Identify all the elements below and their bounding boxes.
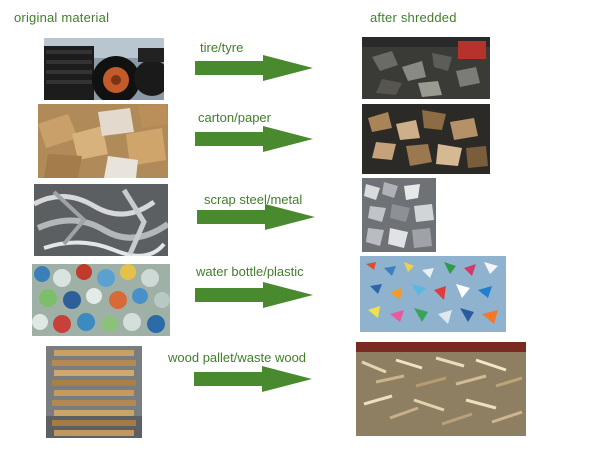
plastic-shredded-image	[360, 256, 506, 332]
after-shredded-header: after shredded	[370, 10, 457, 25]
tire-original-image	[44, 38, 164, 100]
right-arrow-icon	[197, 204, 315, 230]
plastic-original-image	[32, 264, 170, 336]
wood-shredded-image	[356, 342, 526, 436]
right-arrow-icon	[195, 126, 313, 152]
metal-shredded-image	[362, 178, 436, 252]
metal-original-image	[34, 184, 168, 256]
wood-original-image	[46, 346, 142, 438]
row-label-plastic: water bottle/plastic	[196, 264, 304, 279]
carton-original-image	[38, 104, 168, 178]
row-label-tire: tire/tyre	[200, 40, 244, 55]
row-label-carton: carton/paper	[198, 110, 271, 125]
original-material-header: original material	[14, 10, 110, 25]
right-arrow-icon	[195, 55, 313, 81]
right-arrow-icon	[195, 282, 313, 308]
row-label-metal: scrap steel/metal	[204, 192, 303, 207]
row-label-wood: wood pallet/waste wood	[168, 350, 307, 365]
right-arrow-icon	[194, 366, 312, 392]
carton-shredded-image	[362, 104, 490, 174]
tire-shredded-image	[362, 37, 490, 99]
